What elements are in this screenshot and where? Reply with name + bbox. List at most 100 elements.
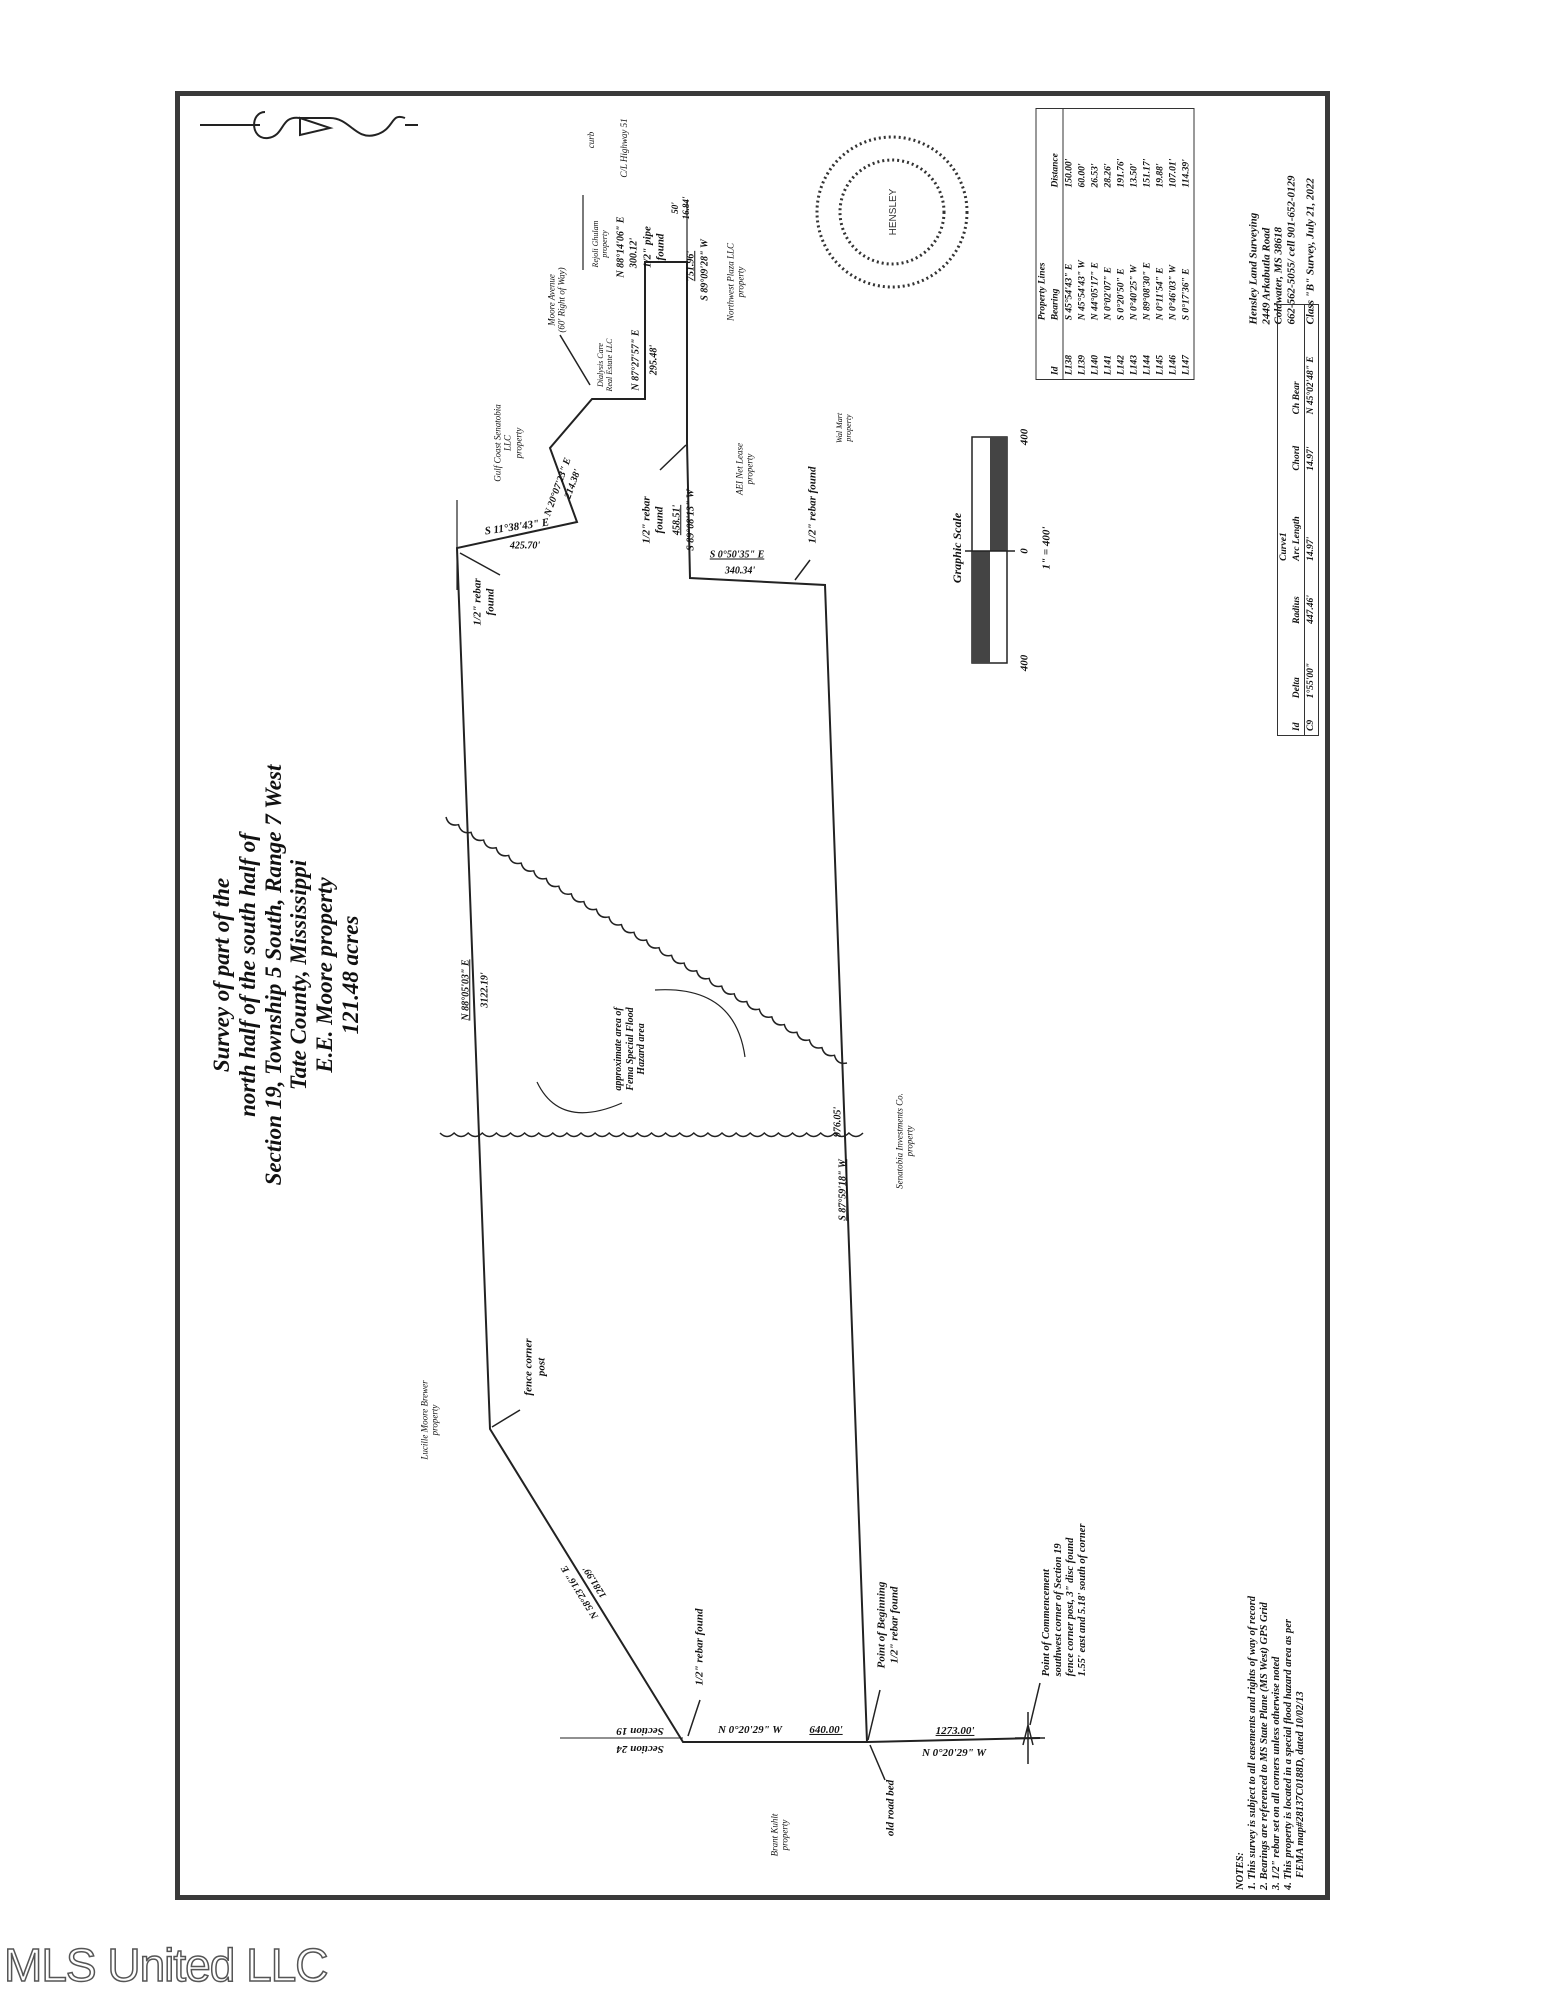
moore-avenue-label: Moore Avenue(60' Right of Way) xyxy=(546,267,567,333)
cell: 107.01' xyxy=(1168,158,1179,188)
graphic-scale-label: Graphic Scale xyxy=(950,512,965,584)
leader-line xyxy=(559,334,591,386)
seal-text: HENSLEY xyxy=(888,188,899,235)
notes-heading: NOTES: xyxy=(1234,1852,1246,1890)
table-row: L144 N 89°08'30" E 151.17' xyxy=(1142,109,1155,379)
cell: 28.26' xyxy=(1103,163,1114,188)
cell: L143 xyxy=(1129,354,1140,375)
col-header-bearing: Bearing xyxy=(1050,288,1061,321)
leader-line xyxy=(687,1699,701,1737)
bearing-label: N 0°20'29" W xyxy=(717,1723,783,1736)
flood-hazard-boundary xyxy=(445,816,848,1065)
title-line: E.E. Moore property xyxy=(311,877,337,1073)
col-header-ch-bear: Ch Bear xyxy=(1292,381,1302,415)
leader-line xyxy=(867,1689,881,1741)
cell: S 0°17'36" E xyxy=(1181,268,1192,321)
title-line: Section 19, Township 5 South, Range 7 We… xyxy=(260,764,286,1186)
cell: N 45°54'43" W xyxy=(1077,260,1088,321)
offset-label: 16.84' xyxy=(680,196,691,220)
cell: L144 xyxy=(1142,354,1153,375)
note-item: 3. 1/2" rebar set on all corners unless … xyxy=(1271,1656,1282,1890)
title-ornament xyxy=(200,111,418,140)
table-row: C9 1°55'00" 447.46' 14.97' 14.97' N 45°0… xyxy=(1305,305,1319,735)
cell: L141 xyxy=(1103,354,1114,375)
cell: N 45°02'48" E xyxy=(1306,356,1316,415)
scale-bar-segment xyxy=(990,437,1007,551)
cell: S 45°54'43" E xyxy=(1064,263,1075,321)
surveyor-name: Hensley Land Surveying xyxy=(1247,212,1260,325)
cell: L146 xyxy=(1168,354,1179,375)
curb-label: curb xyxy=(585,131,596,149)
cell: 26.53' xyxy=(1090,163,1101,188)
col-header-radius: Radius xyxy=(1292,596,1302,624)
section-19-label: Section 19 xyxy=(616,1725,664,1738)
scale-ratio: 1" = 400' xyxy=(1040,526,1053,570)
cell: S 0°20'50" E xyxy=(1116,268,1127,321)
col-header-id: Id xyxy=(1050,366,1061,375)
title-line: Survey of part of the xyxy=(208,877,234,1073)
distance-label: 458.51' xyxy=(671,504,683,536)
col-header-arc-length: Arc Length xyxy=(1292,516,1302,561)
leader-arrow xyxy=(536,1081,623,1114)
old-road-bed-label: old road bed xyxy=(884,1779,897,1837)
cell: N 0°40'25" W xyxy=(1129,264,1140,321)
note-item: 4. This property is located in a special… xyxy=(1283,1619,1295,1890)
rebar-found-label: 1/2" rebar found xyxy=(806,466,819,544)
cell: L140 xyxy=(1090,354,1101,375)
cell: L139 xyxy=(1077,354,1088,375)
title-line: north half of the south half of xyxy=(234,833,260,1117)
distance-label: 425.70' xyxy=(509,540,541,552)
surveyor-city: Coldwater, MS 38618 xyxy=(1272,227,1285,325)
rebar-found-label: 1/2" rebar found xyxy=(693,1608,706,1686)
cell: 14.97' xyxy=(1306,446,1316,471)
scale-tick: 400 xyxy=(1018,428,1031,446)
bearing-label: N 87°27'57" E xyxy=(630,329,642,391)
leader-line xyxy=(794,559,811,581)
bearing-label: N 88°05'03" E xyxy=(460,959,472,1021)
surveyor-info: Hensley Land Surveying 2449 Arkabutla Ro… xyxy=(1247,175,1316,324)
notes-block: NOTES: 1. This survey is subject to all … xyxy=(1235,1460,1307,1890)
scale-tick: 400 xyxy=(1018,654,1031,672)
leader-line xyxy=(869,1744,886,1781)
table-caption: Property Lines xyxy=(1037,262,1048,321)
offset-label: 50' xyxy=(669,202,680,214)
cell: 1°55'00" xyxy=(1306,662,1316,699)
flood-hazard-boundary xyxy=(439,1131,864,1138)
highway-label: C/L Highway 51 xyxy=(618,118,629,178)
mls-watermark: MLS United LLC xyxy=(3,1938,329,1992)
title-line: Tate County, Mississippi xyxy=(286,859,311,1091)
cell: 60.00' xyxy=(1077,163,1088,188)
col-header-chord: Chord xyxy=(1292,445,1302,471)
senatobia-investments-label: Senatobia Investments Co.property xyxy=(894,1093,915,1189)
distance-label: 3122.19' xyxy=(479,972,491,1008)
drawing-border xyxy=(175,91,1330,1900)
distance-label: 300.12' xyxy=(628,237,640,269)
survey-class-date: Class "B" Survey, July 21, 2022 xyxy=(1303,177,1316,325)
cell: L138 xyxy=(1064,354,1075,375)
distance-label: 340.34' xyxy=(724,565,756,577)
table-caption: Curve1 xyxy=(1279,532,1289,561)
cell: L145 xyxy=(1155,354,1166,375)
leader-line xyxy=(459,552,501,576)
bearing-label: N 88°14'06" E xyxy=(615,216,627,278)
cell: N 89°08'30" E xyxy=(1142,262,1153,321)
south-line-extension xyxy=(866,1737,1041,1743)
cell: 151.17' xyxy=(1142,158,1153,188)
distance-label: 976.05' xyxy=(832,1106,844,1138)
